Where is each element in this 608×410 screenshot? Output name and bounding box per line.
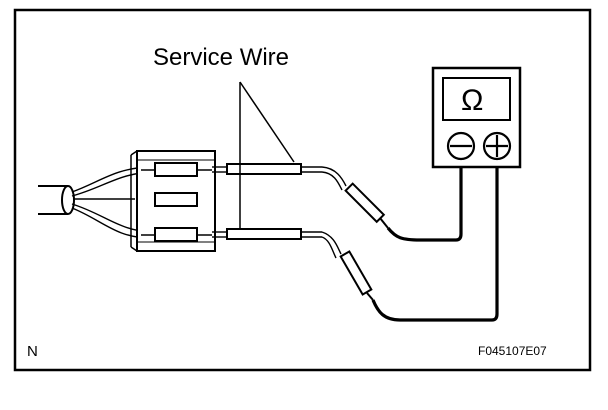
figure-code: F045107E07	[478, 344, 547, 358]
service-wire-label: Service Wire	[153, 44, 290, 71]
cable-sheath	[38, 185, 75, 215]
connector-terminal-bottom	[141, 227, 212, 242]
plus-circle-icon	[482, 131, 512, 161]
ohm-symbol: Ω	[461, 84, 484, 117]
diagram-border	[13, 8, 592, 372]
service-wire-top	[212, 163, 322, 175]
probe-lead-negative	[321, 160, 463, 242]
connector-terminal-middle	[154, 192, 198, 207]
probe-lead-positive	[321, 162, 499, 322]
corner-letter: N	[27, 343, 38, 360]
connector-terminal-top	[141, 162, 212, 177]
service-wire-bottom	[212, 228, 322, 240]
ohmmeter	[431, 66, 522, 169]
label-leader-lines	[239, 81, 295, 228]
ohmmeter-display	[442, 77, 511, 121]
minus-circle-icon	[446, 131, 476, 161]
